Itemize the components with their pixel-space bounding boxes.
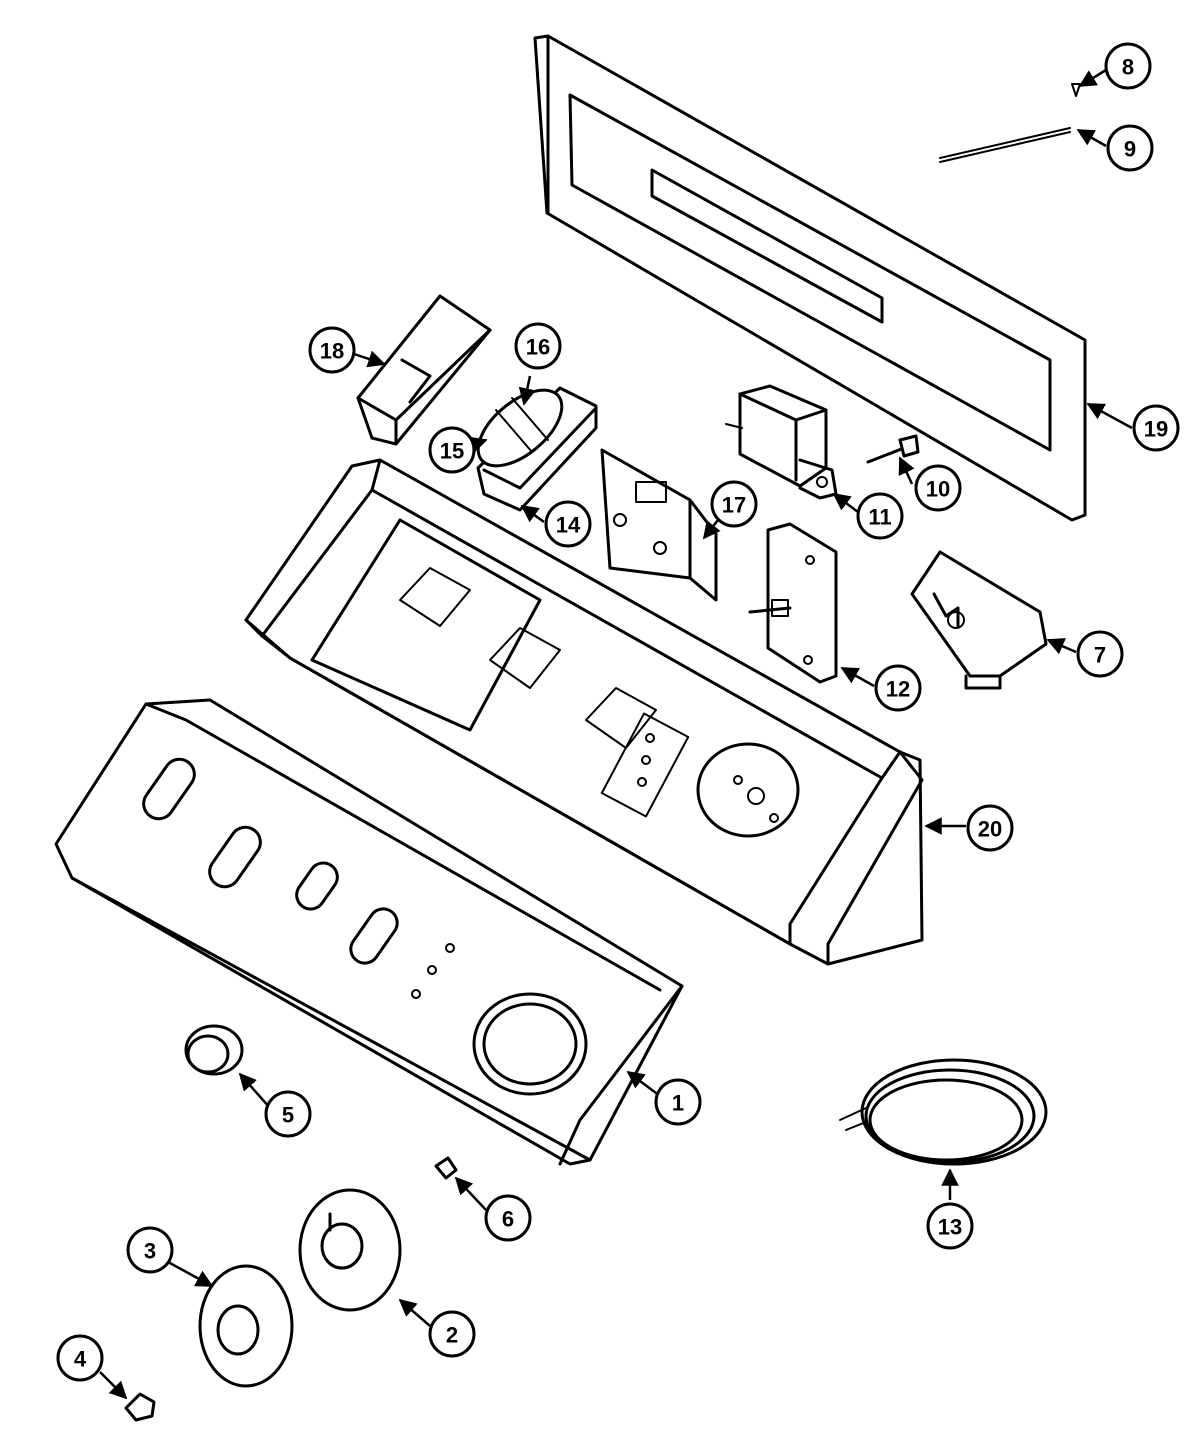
- screw-part: [1071, 83, 1081, 97]
- callout-19: 19: [1132, 404, 1180, 452]
- callout-9: 9: [1106, 124, 1154, 172]
- callout-12: 12: [874, 664, 922, 712]
- svg-text:15: 15: [440, 439, 464, 464]
- buzzer-part: [725, 384, 838, 500]
- knob-skirt-part: [198, 1264, 294, 1388]
- callout-16: 16: [514, 322, 562, 370]
- svg-text:19: 19: [1144, 417, 1168, 442]
- callout-3: 3: [126, 1226, 174, 1274]
- console-housing-part: [244, 458, 924, 966]
- svg-text:16: 16: [526, 335, 550, 360]
- timer-part: [910, 550, 1048, 690]
- svg-text:20: 20: [978, 817, 1002, 842]
- callout-10: 10: [914, 464, 962, 512]
- svg-text:13: 13: [938, 1215, 962, 1240]
- svg-text:9: 9: [1124, 137, 1136, 162]
- svg-text:12: 12: [886, 677, 910, 702]
- lamp-bulb-part: [476, 388, 564, 468]
- callout-2: 2: [428, 1310, 476, 1358]
- svg-text:7: 7: [1094, 643, 1106, 668]
- svg-text:6: 6: [502, 1207, 514, 1232]
- switch-block-part: [356, 294, 492, 446]
- svg-text:11: 11: [868, 505, 891, 530]
- callout-6: 6: [484, 1194, 532, 1242]
- callout-17: 17: [710, 480, 758, 528]
- callout-18: 18: [308, 326, 356, 374]
- svg-text:5: 5: [282, 1103, 294, 1128]
- bracket-part: [600, 448, 718, 602]
- screw-part-6: [434, 1156, 458, 1180]
- control-panel-part: [54, 698, 684, 1166]
- callout-1: 1: [654, 1078, 702, 1126]
- callout-8: 8: [1104, 42, 1152, 90]
- knob-insert-part: [124, 1392, 156, 1422]
- svg-text:18: 18: [320, 339, 344, 364]
- callout-15: 15: [428, 426, 476, 474]
- rear-panel-part: [533, 34, 1087, 522]
- lens-part: [184, 1024, 244, 1076]
- callout-20: 20: [966, 804, 1014, 852]
- svg-text:4: 4: [74, 1347, 87, 1372]
- svg-text:8: 8: [1122, 55, 1134, 80]
- callout-14: 14: [544, 500, 592, 548]
- callout-11: 11: [856, 492, 904, 540]
- leader-lines: [99, 68, 1133, 1400]
- callout-4: 4: [56, 1334, 104, 1382]
- switch-board-part: [748, 522, 838, 684]
- callout-5: 5: [264, 1090, 312, 1138]
- callout-7: 7: [1076, 630, 1124, 678]
- wire-tie-part: [939, 127, 1071, 163]
- screw-part-10: [866, 434, 920, 464]
- svg-text:10: 10: [926, 477, 950, 502]
- knob-part: [298, 1188, 402, 1312]
- svg-text:2: 2: [446, 1323, 458, 1348]
- svg-text:1: 1: [672, 1091, 684, 1116]
- wire-harness-part: [839, 1058, 1048, 1166]
- svg-text:3: 3: [144, 1239, 156, 1264]
- callout-13: 13: [926, 1202, 974, 1250]
- svg-text:17: 17: [722, 493, 746, 518]
- svg-text:14: 14: [556, 513, 581, 538]
